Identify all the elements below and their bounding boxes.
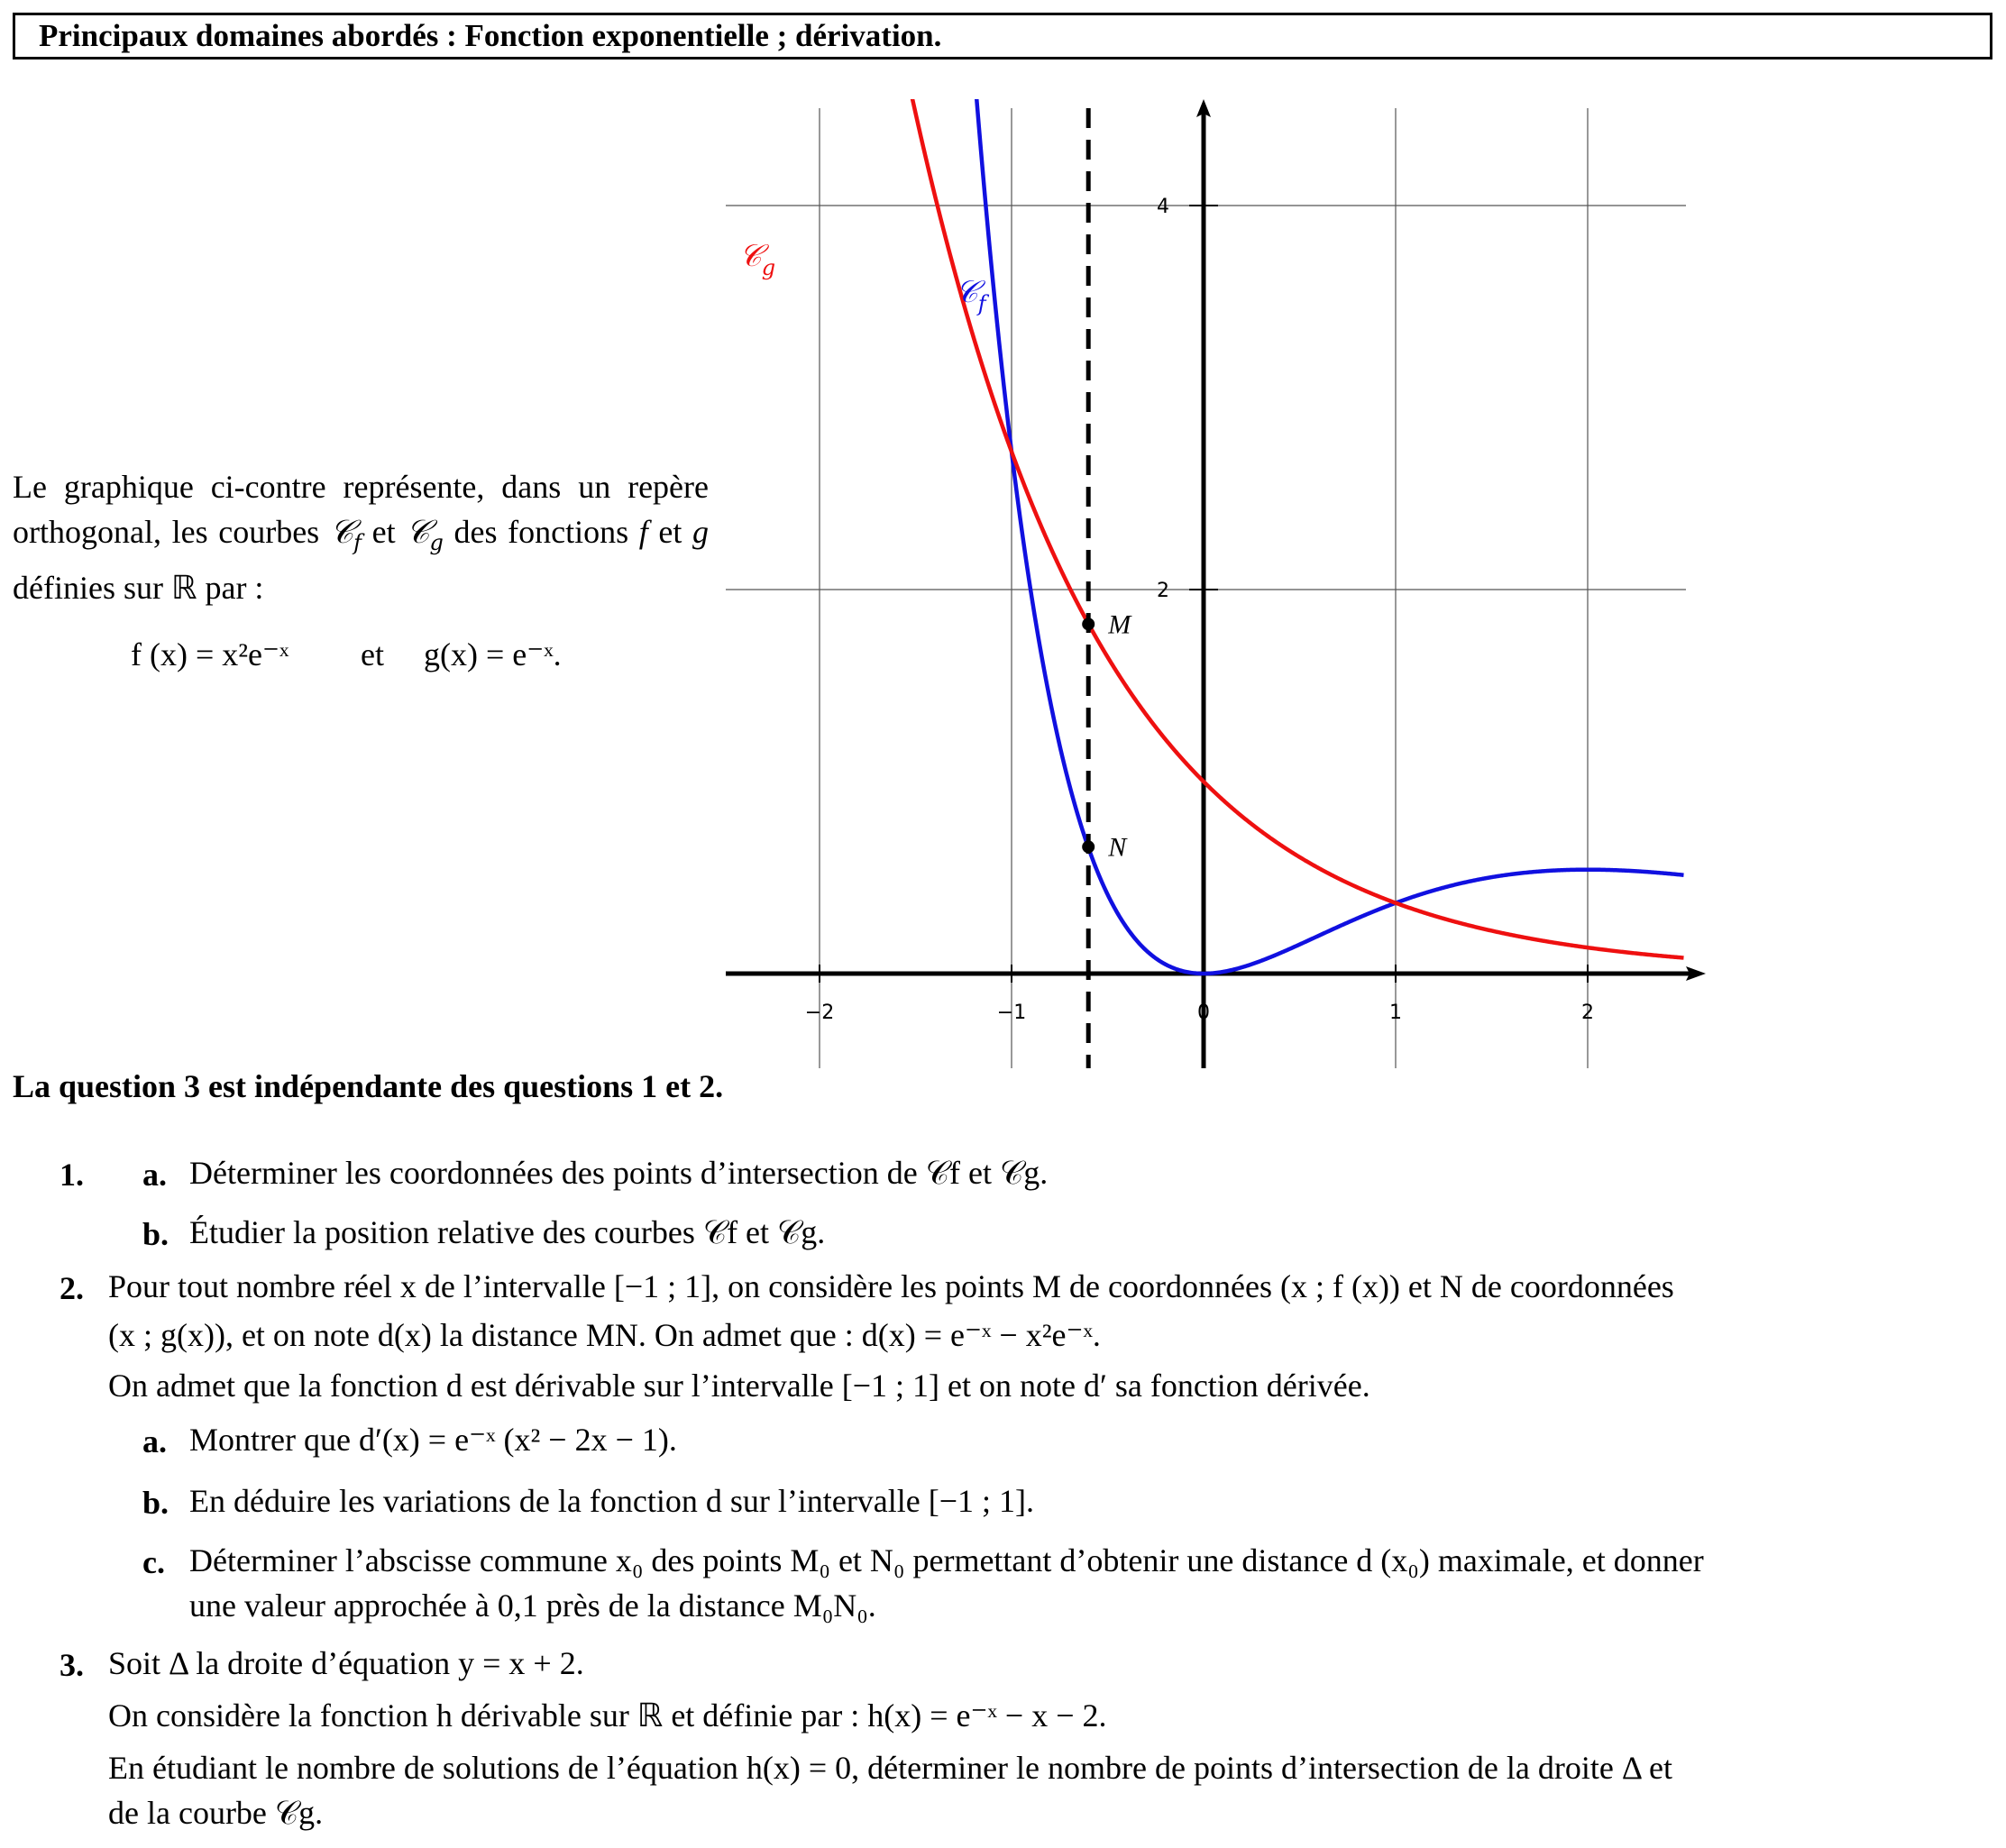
series-line — [975, 99, 1684, 976]
series-label-cg: 𝒞g — [739, 238, 775, 280]
intro-g: g — [692, 514, 710, 550]
series-line — [910, 99, 1684, 960]
header-title: Principaux domaines abordés : Fonction e… — [13, 13, 1992, 59]
intro-f: f — [638, 514, 648, 550]
q1-number: 1. — [60, 1157, 84, 1193]
tick-labels: −2−10122468 — [805, 196, 1594, 1024]
q2-line3: On admet que la fonction d est dérivable… — [108, 1368, 1370, 1404]
cf-symbol: 𝒞f — [329, 514, 362, 555]
intro-text-1: Le graphique ci-contre représente, dans … — [13, 469, 709, 550]
y-tick-label: 4 — [1157, 196, 1169, 218]
intro-text-5: et — [658, 514, 682, 550]
q2a-label: a. — [142, 1423, 167, 1459]
q3-line4: de la courbe 𝒞g. — [108, 1795, 324, 1831]
y-axis-arrow — [1196, 99, 1211, 117]
formula-and: et — [361, 636, 384, 672]
q2b-label: b. — [142, 1485, 169, 1521]
q1b-label: b. — [142, 1216, 169, 1252]
x-tick-label: 1 — [1389, 1002, 1402, 1024]
intro-text-3: des fonctions — [453, 514, 629, 550]
q2c-line2: une valeur approchée à 0,1 près de la di… — [189, 1587, 876, 1624]
q2c-line1: Déterminer l’abscisse commune x₀ des poi… — [189, 1542, 1704, 1578]
point-label-N: N — [1107, 832, 1128, 862]
y-tick-label: 2 — [1157, 580, 1169, 602]
formula-f: f (x) = x²e⁻ˣ — [131, 636, 289, 672]
x-tick-label: 2 — [1581, 1002, 1594, 1024]
axes — [726, 99, 1706, 1068]
series-label-cf: 𝒞f — [956, 274, 990, 316]
x-axis-arrow — [1686, 966, 1706, 981]
q1a-label: a. — [142, 1157, 167, 1193]
x-tick-label: −2 — [805, 1002, 834, 1024]
q3-line3: En étudiant le nombre de solutions de l’… — [108, 1750, 1672, 1786]
q1b-text: Étudier la position relative des courbes… — [189, 1214, 826, 1250]
q1a-text: Déterminer les coordonnées des points d’… — [189, 1155, 1049, 1191]
intro-text-2: et — [371, 514, 396, 550]
curves — [910, 99, 1684, 976]
formula-g: g(x) = e⁻ˣ. — [424, 636, 562, 672]
q2c-label: c. — [142, 1544, 165, 1580]
cg-symbol: 𝒞g — [406, 514, 444, 555]
independence-note: La question 3 est indépendante des quest… — [13, 1068, 724, 1104]
x-tick-label: 0 — [1197, 1002, 1210, 1024]
q3-line1: Soit Δ la droite d’équation y = x + 2. — [108, 1645, 584, 1681]
q2-line1: Pour tout nombre réel x de l’intervalle … — [108, 1268, 1674, 1304]
x-tick-label: −1 — [997, 1002, 1026, 1024]
point-M — [1082, 618, 1095, 631]
intro-text-7: définies sur ℝ par : — [13, 570, 264, 606]
q2b-text: En déduire les variations de la fonction… — [189, 1483, 1035, 1519]
q2-number: 2. — [60, 1270, 84, 1306]
point-N — [1082, 840, 1095, 854]
q2-line2: (x ; g(x)), et on note d(x) la distance … — [108, 1317, 1101, 1353]
q3-number: 3. — [60, 1647, 84, 1683]
q2a-text: Montrer que d′(x) = e⁻ˣ (x² − 2x − 1). — [189, 1422, 677, 1458]
point-label-M: M — [1107, 609, 1132, 639]
intro-paragraph: Le graphique ci-contre représente, dans … — [13, 464, 709, 610]
q3-line2: On considère la fonction h dérivable sur… — [108, 1697, 1107, 1734]
